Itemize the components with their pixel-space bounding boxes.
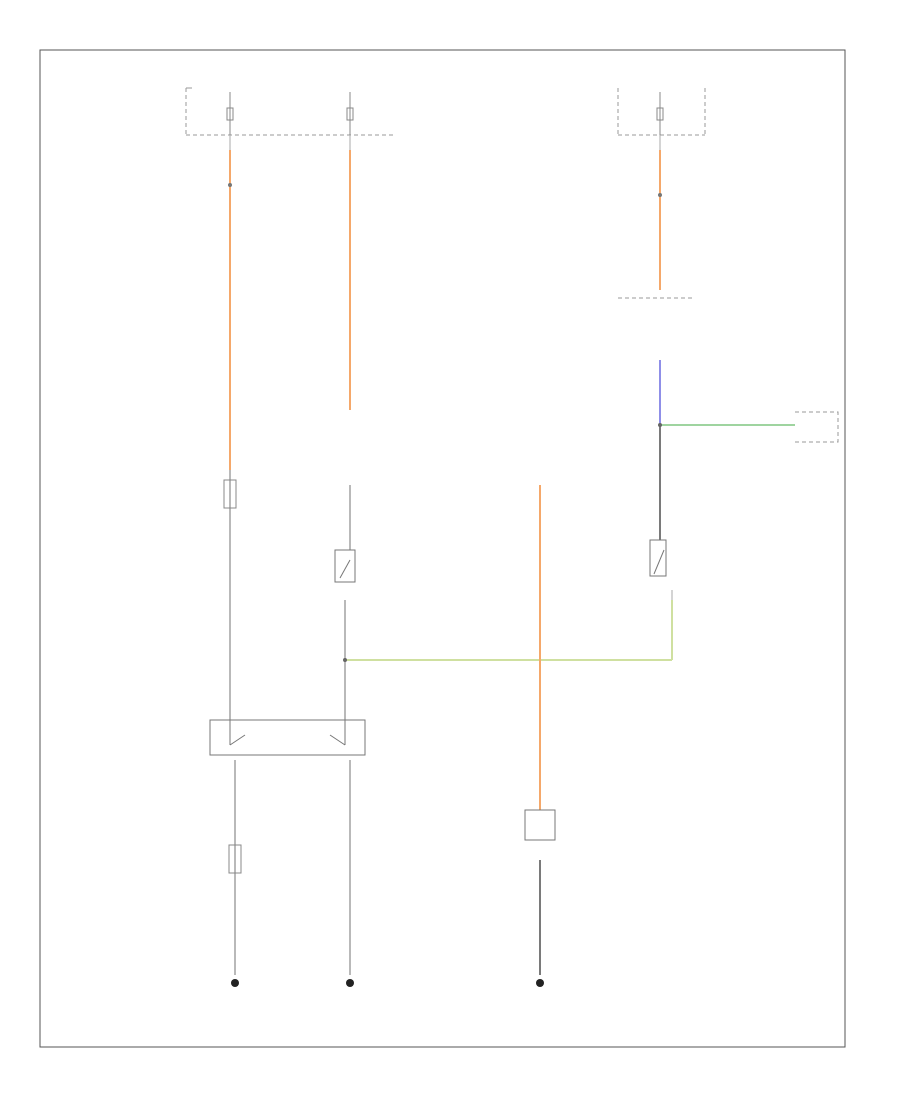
wire-middle (344, 135, 351, 720)
fuse-box-right (617, 88, 706, 136)
switch-2-symbol (334, 549, 356, 583)
ground-1-symbol (231, 979, 239, 987)
diagram-frame (39, 49, 846, 1048)
module-symbol (209, 719, 366, 756)
fuse-3-symbol (656, 92, 664, 135)
switch-right-symbol (649, 539, 673, 600)
wire-lower-left (228, 760, 242, 975)
fuse-1-symbol (226, 92, 234, 135)
sensor-1-symbol (223, 479, 237, 509)
fuse-box-left (185, 87, 395, 136)
wire-right (658, 135, 795, 540)
wire-left (228, 135, 232, 720)
ground-2-symbol (346, 979, 354, 987)
wire-yellowgreen (343, 600, 673, 662)
ground-3-symbol (536, 979, 544, 987)
side-component-symbol (795, 411, 839, 443)
fuse-2-symbol (346, 92, 354, 135)
lamp-symbol (524, 809, 556, 841)
